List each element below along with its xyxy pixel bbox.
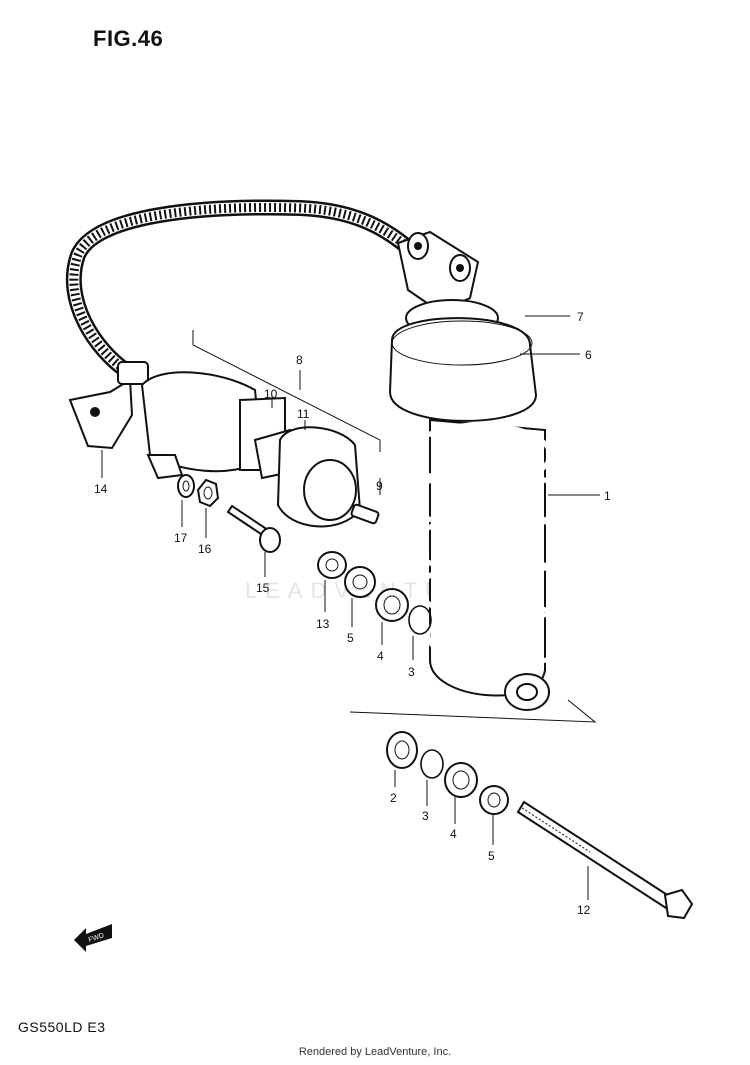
circlip-3-upper (408, 605, 432, 635)
circlip-3-lower (420, 749, 444, 779)
callout-12: 12 (577, 903, 591, 917)
callout-15: 15 (256, 581, 270, 595)
collar-5-lower (479, 785, 509, 815)
seal-4-upper (375, 588, 409, 622)
footer-credit: Rendered by LeadVenture, Inc. (298, 1046, 452, 1058)
callout-4-upper: 4 (377, 649, 384, 663)
callout-6: 6 (585, 348, 592, 362)
callout-9: 9 (376, 479, 383, 493)
washer-17 (177, 474, 195, 498)
bolt-15 (226, 504, 281, 553)
seal-4-lower (444, 762, 478, 798)
rear-shock-absorber (388, 299, 583, 711)
callout-4-lower: 4 (450, 827, 457, 841)
callout-8: 8 (296, 353, 303, 367)
fwd-label: FWD (88, 932, 105, 944)
callout-7: 7 (577, 310, 584, 324)
assembly-lines (192, 330, 597, 723)
figure-title: FIG.46 (93, 26, 164, 51)
leader-lines (101, 315, 600, 900)
callout-3-lower: 3 (422, 809, 429, 823)
shock-upper-mount (396, 230, 480, 314)
callout-10: 10 (264, 387, 278, 401)
callout-3-upper: 3 (408, 665, 415, 679)
callout-13: 13 (316, 617, 330, 631)
coil-spring (407, 422, 583, 668)
callout-5-upper: 5 (347, 631, 354, 645)
reservoir-assembly (68, 361, 380, 528)
bushing-2 (386, 731, 418, 769)
callout-17: 17 (174, 531, 188, 545)
model-code: GS550LD E3 (18, 1019, 106, 1035)
callout-2: 2 (390, 791, 397, 805)
callout-14: 14 (94, 482, 108, 496)
callout-1: 1 (604, 489, 611, 503)
fwd-arrow-icon: FWD (74, 924, 112, 952)
callout-16: 16 (198, 542, 212, 556)
callout-5-lower: 5 (488, 849, 495, 863)
callout-11: 11 (297, 407, 310, 421)
callout-labels: 1 2 3 3 4 4 5 5 6 7 8 9 10 11 12 13 14 1… (94, 310, 611, 917)
collar-5-upper (344, 566, 376, 598)
bolt-12 (516, 800, 694, 920)
reservoir-hose (65, 199, 410, 379)
bushing-13 (317, 551, 347, 579)
nut-16 (196, 478, 220, 508)
